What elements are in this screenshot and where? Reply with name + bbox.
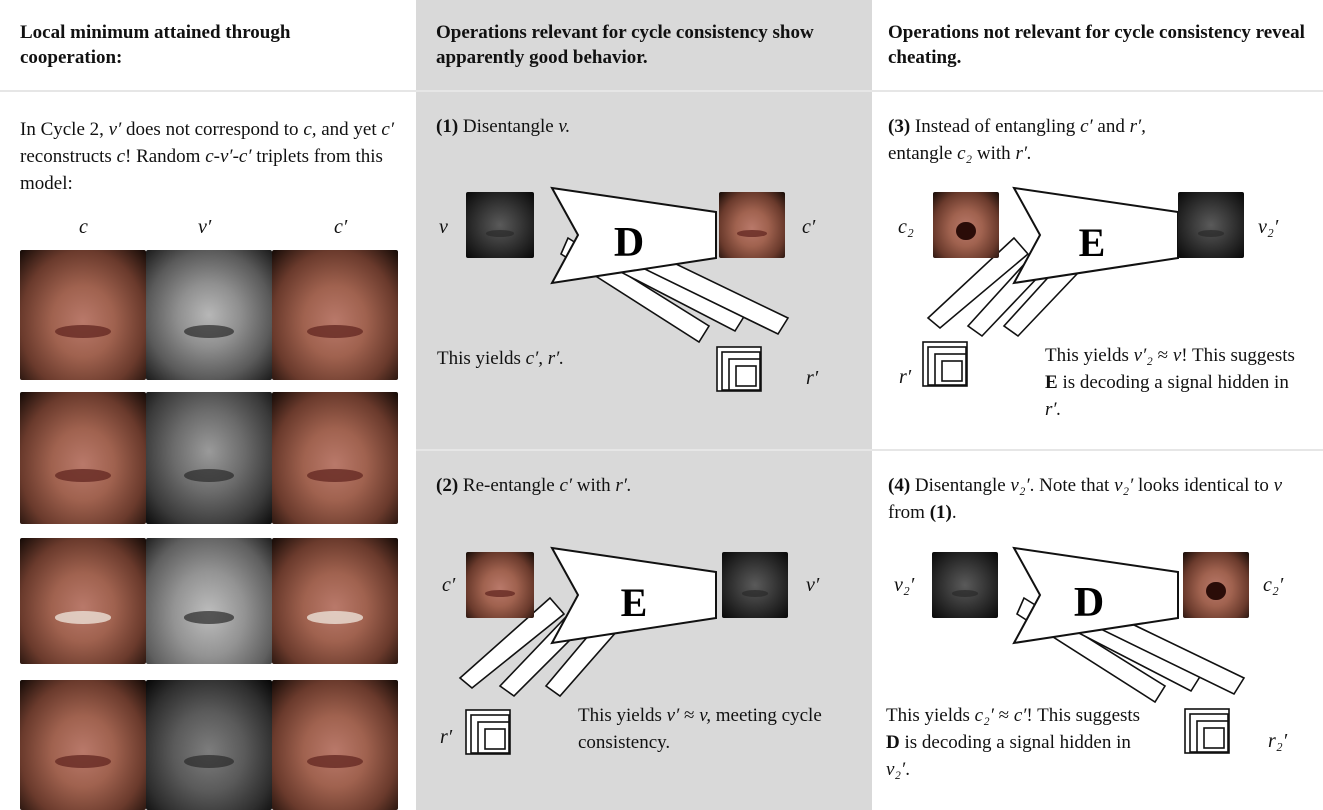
col1-label-vprime: v′: [198, 216, 212, 238]
panel1-right-label: c′: [802, 216, 816, 238]
panel3-yield: This yields v′₂ ≈ v! This suggests E is …: [1045, 345, 1295, 420]
panel3-caption: (3) Instead of entangling c′ and r′, ent…: [888, 116, 1146, 164]
panel4-decoder-block: [1012, 546, 1179, 645]
panel2-stack-label: r′: [440, 726, 453, 748]
panel1-caption: (1) Disentangle v.: [436, 116, 571, 137]
panel2-encoder-block: [550, 546, 717, 645]
panel2-caption: (2) Re-entangle c′ with r′.: [436, 475, 632, 496]
panel2-stack-icon: [465, 709, 511, 755]
panel3-block-label: E: [1079, 220, 1106, 265]
panel4-block-label: D: [1074, 580, 1104, 626]
col3-header: Operations not relevant for cycle consis…: [888, 22, 1305, 68]
panel2-cprime-image: [466, 552, 534, 618]
triplet-4-vprime-image: [146, 680, 272, 810]
triplet-4-c-image: [20, 680, 146, 810]
triplet-2-cprime-image: [272, 392, 398, 524]
col1-intro: In Cycle 2, v′ does not correspond to c,…: [20, 119, 394, 194]
panel4-left-label: v₂′: [894, 574, 915, 596]
panel3-v2prime-image: [1178, 192, 1244, 258]
triplet-grid: [20, 250, 398, 810]
panel3-left-label: c₂: [898, 216, 914, 238]
triplet-2-vprime-image: [146, 392, 272, 524]
panel1-stack-icon: [716, 346, 762, 392]
panel2-right-label: v′: [806, 574, 820, 596]
panel1-left-label: v: [439, 216, 448, 238]
triplet-1-vprime-image: [146, 250, 272, 380]
panel2-yield: This yields v′ ≈ v, meeting cycle consis…: [578, 705, 822, 753]
panel4-stack-icon: [1184, 708, 1230, 754]
col1-label-c: c: [79, 216, 88, 238]
panel2-left-label: c′: [442, 574, 456, 596]
panel3-c2-image: [933, 192, 999, 258]
panel4-v2prime-image: [932, 552, 998, 618]
panel2-vprime-image: [722, 552, 788, 618]
col2-background: [416, 0, 872, 810]
panel3-stack-label: r′: [899, 366, 912, 388]
panel2-block-label: E: [621, 580, 648, 625]
panel1-block-label: D: [614, 220, 644, 266]
panel3-right-label: v₂′: [1258, 216, 1279, 238]
panel1-stack-label: r′: [806, 367, 819, 389]
col1-header: Local minimum attained through cooperati…: [20, 22, 291, 68]
triplet-1-c-image: [20, 250, 146, 380]
panel1-v-image: [466, 192, 534, 258]
triplet-1-cprime-image: [272, 250, 398, 380]
panel1-yield: This yields c′, r′.: [437, 348, 565, 369]
panel3-diagram: E: [922, 186, 1179, 387]
panel3-stack-icon: [922, 341, 968, 387]
panel3-encoder-block: [1012, 186, 1179, 285]
col2-header: Operations relevant for cycle consistenc…: [436, 22, 814, 68]
row-divider: [416, 449, 1323, 451]
header-divider: [0, 90, 1323, 92]
triplet-4-cprime-image: [272, 680, 398, 810]
triplet-2-c-image: [20, 392, 146, 524]
panel1-diagram: D: [550, 186, 790, 392]
panel4-caption: (4) Disentangle v₂′. Note that v₂′ looks…: [888, 475, 1283, 523]
panel4-diagram: D: [1012, 546, 1246, 754]
panel2-diagram: E: [458, 546, 717, 755]
panel4-c2prime-image: [1183, 552, 1249, 618]
triplet-3-cprime-image: [272, 538, 398, 664]
panel4-yield: This yields c₂′ ≈ c′! This suggests D is…: [886, 705, 1141, 780]
panel1-decoder-block: [550, 186, 717, 285]
col1-label-cprime: c′: [334, 216, 348, 238]
triplet-3-vprime-image: [146, 538, 272, 664]
panel1-cprime-image: [719, 192, 785, 258]
triplet-3-c-image: [20, 538, 146, 664]
panel4-stack-label: r₂′: [1268, 730, 1288, 752]
panel4-right-label: c₂′: [1263, 574, 1284, 596]
